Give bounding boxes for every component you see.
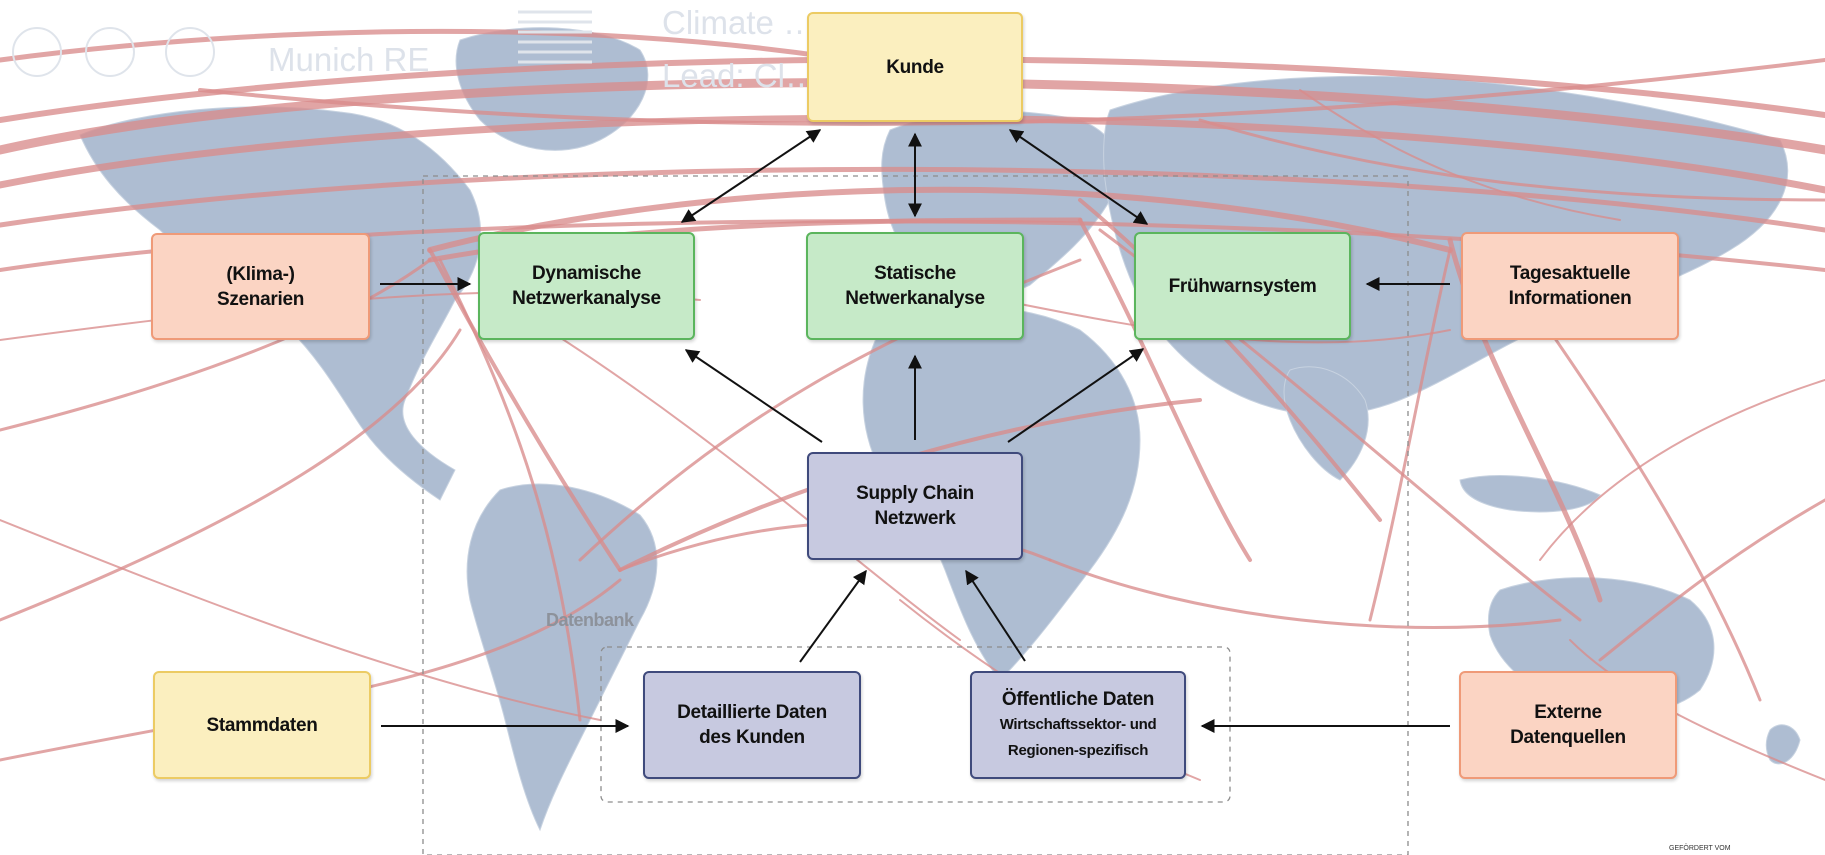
dynamische-line1: Dynamische — [532, 263, 641, 284]
new-zealand-landmass — [1765, 724, 1801, 765]
statische-netwerkanalyse-box: Statische Netwerkanalyse — [806, 232, 1024, 340]
fruehwarnsystem-box: Frühwarnsystem — [1134, 232, 1351, 340]
fruehwarnsystem-label: Frühwarnsystem — [1168, 275, 1317, 297]
arrow-supply-dynamische — [684, 349, 823, 443]
oeffentliche-title: Öffentliche Daten — [1001, 688, 1155, 710]
oeffentliche-sub-line1: Wirtschaftssektor- und — [999, 715, 1157, 733]
klima-szenarien-line2: Szenarien — [216, 288, 305, 310]
externe-line2: Datenquellen — [1510, 727, 1626, 748]
detaillierte-line1: Detaillierte Daten — [677, 702, 827, 723]
supply-chain-netzwerk-box: Supply Chain Netzwerk — [807, 452, 1023, 560]
dynamische-netzwerkanalyse-box: Dynamische Netzwerkanalyse — [478, 232, 695, 340]
externe-datenquellen-box: Externe Datenquellen — [1459, 671, 1677, 779]
arrow-dynamische-kunde — [680, 129, 822, 223]
supply-chain-line2: Netzwerk — [874, 508, 956, 529]
externe-line1: Externe — [1534, 702, 1602, 723]
tagesaktuelle-line1: Tagesaktuelle — [1509, 263, 1631, 284]
south-america-landmass — [466, 483, 658, 832]
indonesia-landmass — [1459, 475, 1601, 513]
klima-szenarien-line1: (Klima-) — [226, 263, 295, 285]
supply-chain-line1: Supply Chain — [856, 483, 974, 504]
logo-text: Munich RE — [268, 41, 430, 78]
klima-szenarien-box: (Klima-) Szenarien — [151, 233, 370, 340]
statische-line2: Netwerkanalyse — [845, 288, 985, 309]
arrow-kunde-fruehwarn — [1008, 129, 1149, 225]
arrow-supply-fruehwarn — [1007, 348, 1145, 443]
detaillierte-line2: des Kunden — [699, 727, 805, 748]
detaillierte-daten-box: Detaillierte Daten des Kunden — [643, 671, 861, 779]
arrow-detaillierte-supply — [799, 569, 867, 663]
stammdaten-box: Stammdaten — [153, 671, 371, 779]
datenbank-label: Datenbank — [546, 610, 634, 630]
oeffentliche-sub-line2: Regionen-spezifisch — [1007, 741, 1149, 759]
arrow-oeffentliche-supply — [965, 569, 1026, 662]
statische-line1: Statische — [874, 263, 956, 284]
oeffentliche-daten-box: Öffentliche Daten Wirtschaftssektor- und… — [970, 671, 1186, 779]
tagesaktuelle-informationen-box: Tagesaktuelle Informationen — [1461, 232, 1679, 340]
stammdaten-label: Stammdaten — [206, 714, 318, 736]
kunde-box: Kunde — [807, 12, 1023, 122]
dynamische-line2: Netzwerkanalyse — [512, 288, 661, 309]
funding-label: GEFÖRDERT VOM — [1669, 845, 1731, 852]
kunde-label: Kunde — [886, 56, 944, 78]
tagesaktuelle-line2: Informationen — [1508, 288, 1632, 309]
